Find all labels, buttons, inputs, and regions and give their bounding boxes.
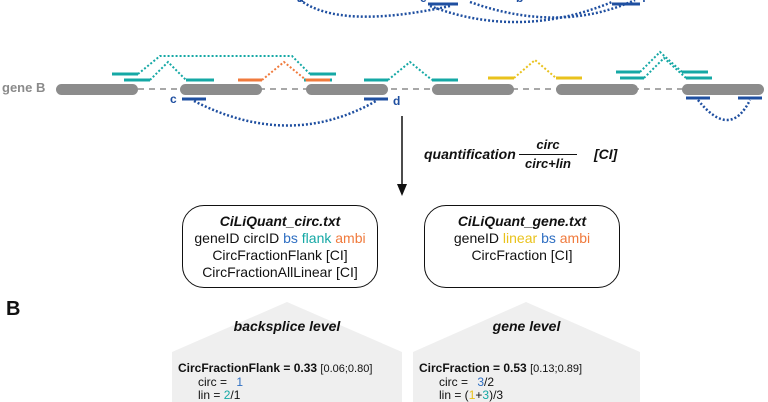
gene-lin-a: 1 (468, 388, 476, 402)
backsplice-arc-top-1 (299, 0, 451, 18)
gene-box-linear: linear (502, 230, 538, 246)
backsplice-lin-a: 2 (223, 388, 231, 402)
circ-box-line2: CircFractionFlank [CI] (212, 247, 348, 263)
circ-box-line1: geneID circID bs flank ambi (183, 230, 377, 247)
gene-lin-prefix: lin = ( (439, 388, 469, 402)
gene-box-prefix: geneID (453, 230, 503, 246)
yellow-splice (513, 58, 557, 79)
teal-splice-3 (387, 60, 433, 81)
backsplice-arc-top-3 (469, 0, 636, 19)
backsplice-lin-prefix: lin = (198, 388, 224, 402)
gene-metric-line: CircFraction = 0.53 [0.13;0.89] (419, 362, 640, 376)
gene-circ-rest: /2 (484, 375, 495, 389)
exon-1 (56, 84, 138, 95)
exon-2 (180, 84, 262, 95)
gene-circ-line: circ = 3/2 (419, 376, 640, 389)
circ-box-ambi: ambi (335, 230, 366, 246)
marker-f: f (642, 0, 646, 5)
panel-bg-gene (413, 302, 640, 402)
backsplice-circ-value: 1 (236, 375, 244, 389)
gene-metric: CircFraction = 0.53 (419, 361, 527, 375)
backsplice-level-title: backsplice level (233, 318, 341, 334)
marker-b: b (516, 0, 523, 5)
flow-arrow-head (397, 184, 407, 196)
fraction-numerator: circ (519, 136, 577, 155)
gene-box-line1: geneID linear bs ambi (425, 230, 619, 247)
circ-output-box: CiLiQuant_circ.txt geneID circID bs flan… (182, 205, 378, 288)
circ-box-prefix: geneID circID (194, 230, 284, 246)
gene-lin-rest: )/3 (489, 388, 504, 402)
circ-box-flank: flank (301, 230, 332, 246)
backsplice-arc-top-2 (429, 0, 613, 24)
orange-splice (261, 60, 307, 81)
fraction-denominator: circ+lin (525, 156, 571, 171)
gene-box-bs: bs (541, 230, 556, 246)
marker-d: d (393, 94, 401, 108)
gene-circ-prefix: circ = (439, 375, 472, 389)
gene-box-line2: CircFraction [CI] (471, 247, 573, 263)
circ-box-bs: bs (283, 230, 298, 246)
backsplice-lin-line: lin = 2/1 (178, 389, 402, 402)
panel-bg-backsplice (172, 302, 402, 402)
marker-a: a (297, 0, 304, 5)
gene-output-box: CiLiQuant_gene.txt geneID linear bs ambi… (424, 205, 620, 288)
marker-e: e (420, 0, 427, 5)
backsplice-metric: CircFractionFlank = 0.33 (178, 361, 318, 375)
backsplice-metric-line: CircFractionFlank = 0.33 [0.06;0.80] (178, 362, 402, 376)
teal-splice-5 (643, 56, 687, 79)
gene-label: gene B (2, 80, 46, 95)
ci-label: [CI] (594, 146, 618, 162)
gene-level-title: gene level (492, 318, 561, 334)
exon-3 (306, 84, 388, 95)
gene-circ-a: 3 (477, 375, 485, 389)
circ-box-title: CiLiQuant_circ.txt (219, 213, 341, 229)
gene-range: [0.13;0.89] (530, 363, 583, 375)
exon-5 (556, 84, 638, 95)
teal-splice-2 (149, 60, 187, 81)
backsplice-circ-prefix: circ = (198, 375, 231, 389)
backsplice-stats: CircFractionFlank = 0.33 [0.06;0.80] cir… (178, 362, 402, 402)
quantification-label: quantification (424, 146, 516, 162)
exon-6 (682, 84, 764, 95)
marker-c: c (170, 92, 177, 106)
gene-box-ambi: ambi (559, 230, 591, 246)
gene-lin-plus: + (475, 388, 483, 402)
circ-box-line3: CircFractionAllLinear [CI] (202, 264, 358, 280)
backsplice-circ-line: circ = 1 (178, 376, 402, 389)
gene-box-title: CiLiQuant_gene.txt (457, 213, 587, 229)
backsplice-range: [0.06;0.80] (320, 363, 373, 375)
panel-b-label: B (6, 298, 21, 320)
backsplice-lin-rest: /1 (230, 388, 241, 402)
gene-lin-b: 3 (482, 388, 490, 402)
teal-splice-4 (639, 50, 683, 73)
backsplice-arc-ef (697, 99, 752, 122)
fraction-formula: circ circ+lin (519, 136, 577, 173)
teal-splice-1 (137, 55, 311, 75)
gene-lin-line: lin = (1+3)/3 (419, 389, 640, 402)
gene-stats: CircFraction = 0.53 [0.13;0.89] circ = 3… (419, 362, 640, 402)
exon-4 (432, 84, 514, 95)
backsplice-arc-cd (193, 99, 377, 127)
